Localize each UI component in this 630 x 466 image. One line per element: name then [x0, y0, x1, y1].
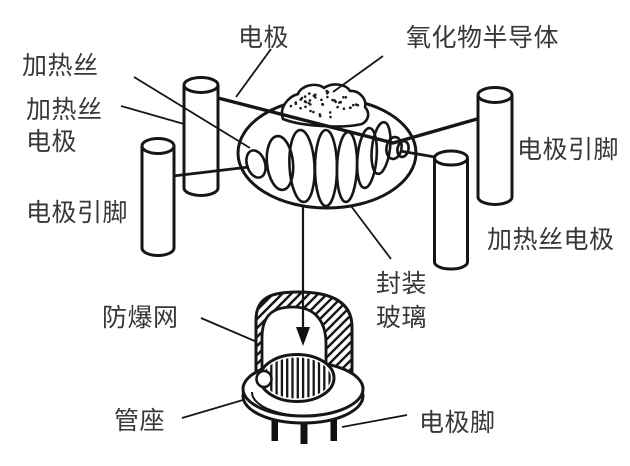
- label-electrode-feet: 电极脚: [419, 409, 496, 437]
- electrode-pin-cylinder-right: [476, 86, 514, 206]
- heater-wire-left-lead: [172, 165, 250, 178]
- label-electrode-pin-left: 电极引脚: [26, 199, 129, 227]
- label-tube-base: 管座: [114, 407, 166, 435]
- leader-oxide-semiconductor: [332, 55, 384, 93]
- leader-heater-wire: [133, 76, 251, 149]
- leader-lines-top: [120, 48, 392, 260]
- electrode-wire: [217, 96, 478, 145]
- leader-mesh: [200, 317, 258, 343]
- heater-electrode-cylinder-right: [433, 149, 469, 271]
- label-oxide-semiconductor: 氧化物半导体: [406, 24, 560, 52]
- heater-electrode-cylinder-left: [140, 137, 176, 257]
- label-explosion-proof-mesh: 防爆网: [102, 304, 179, 332]
- label-heater-wire: 加热丝: [22, 52, 99, 80]
- leader-encapsulation-glass: [350, 205, 392, 260]
- leader-lines-bottom: [181, 317, 408, 428]
- label-heater-wire-electrode-right: 加热丝电极: [487, 226, 615, 254]
- heater-coil: [245, 120, 410, 208]
- label-encapsulation-glass: 封装 玻璃: [376, 270, 428, 332]
- oxide-semiconductor-blob: [280, 83, 370, 128]
- leader-base: [181, 399, 244, 419]
- leader-electrode: [235, 48, 272, 98]
- base-flange-rim: [250, 391, 318, 418]
- flange-hole: [255, 369, 273, 389]
- down-arrow: [296, 207, 310, 346]
- oxide-dots-texture: [289, 89, 360, 119]
- label-heater-wire-electrode-left: 加热丝 电极: [26, 96, 103, 156]
- label-electrode-pin-right: 电极引脚: [517, 136, 620, 164]
- label-electrode: 电极: [238, 24, 290, 52]
- leader-electrode-feet: [341, 414, 408, 428]
- heater-wire-right-lead: [399, 149, 436, 159]
- leader-heater-electrode-left: [120, 105, 185, 125]
- electrode-feet-pins: [271, 406, 337, 444]
- electrode-pin-cylinder-left: [182, 76, 220, 197]
